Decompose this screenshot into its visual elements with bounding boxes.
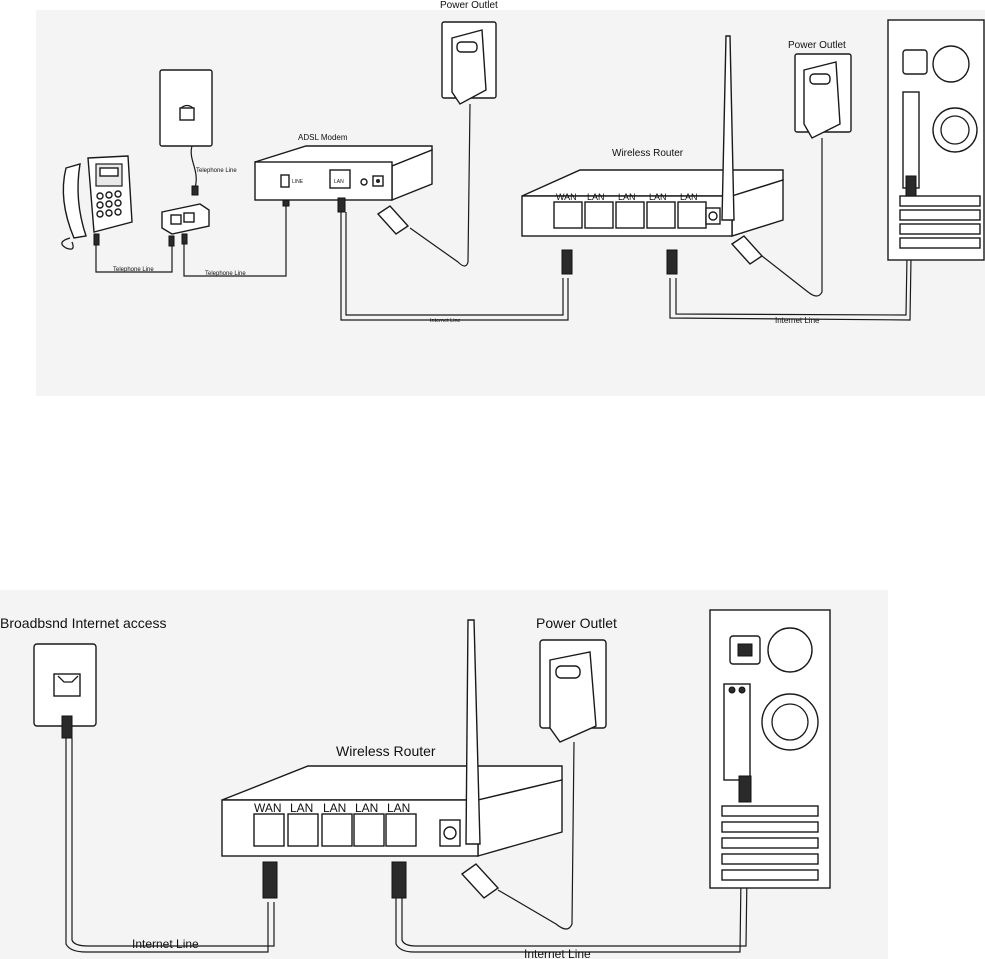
top-router-port-lan-4: LAN	[680, 192, 698, 202]
top-modem-label: ADSL Modem	[298, 133, 348, 142]
top-power-outlet-2-label: Power Outlet	[788, 40, 846, 51]
top-router-port-wan: WAN	[556, 192, 577, 202]
bottom-broadband-wall-jack	[34, 644, 96, 726]
top-adsl-modem	[255, 146, 432, 200]
top-router-port-lan-1: LAN	[587, 192, 605, 202]
top-telephone-wall-jack	[160, 70, 212, 146]
top-modem-lan-port: LAN	[334, 179, 344, 185]
top-internet-line-1-label: Internet Line	[430, 318, 461, 324]
top-internet-line-2-label: Internet Line	[775, 316, 820, 325]
telephone-plug	[192, 186, 198, 195]
top-power-outlet-1	[442, 22, 496, 104]
top-telephone-line-wall-label: Telephone Line	[196, 168, 237, 174]
bottom-power-outlet-label: Power Outlet	[536, 615, 617, 631]
top-router-label: Wireless Router	[612, 148, 684, 159]
top-router-port-lan-2: LAN	[618, 192, 636, 202]
top-modem-line-port: LINE	[292, 179, 304, 185]
top-power-outlet-1-label: Power Outlet	[440, 0, 498, 11]
bottom-router-port-lan-2: LAN	[323, 801, 346, 815]
top-telephone-line-phone-label: Telephone Line	[113, 267, 154, 273]
top-power-outlet-2	[795, 54, 851, 138]
top-pc-tower	[888, 20, 984, 260]
top-telephone-line-modem-label: Telephone Line	[205, 271, 246, 277]
bottom-power-outlet	[540, 640, 606, 742]
bottom-router-port-lan-1: LAN	[290, 801, 313, 815]
bottom-router-port-lan-3: LAN	[355, 801, 378, 815]
top-router-port-lan-3: LAN	[649, 192, 667, 202]
bottom-broadband-label: Broadbsnd Internet access	[0, 615, 167, 631]
bottom-router-port-lan-4: LAN	[387, 801, 410, 815]
bottom-internet-line-1-label: Internet Line	[132, 937, 199, 951]
bottom-pc-tower	[710, 610, 830, 888]
bottom-router-label: Wireless Router	[336, 743, 436, 759]
bottom-router-port-wan: WAN	[254, 801, 282, 815]
bottom-internet-line-2-label: Internet Line	[524, 947, 591, 959]
